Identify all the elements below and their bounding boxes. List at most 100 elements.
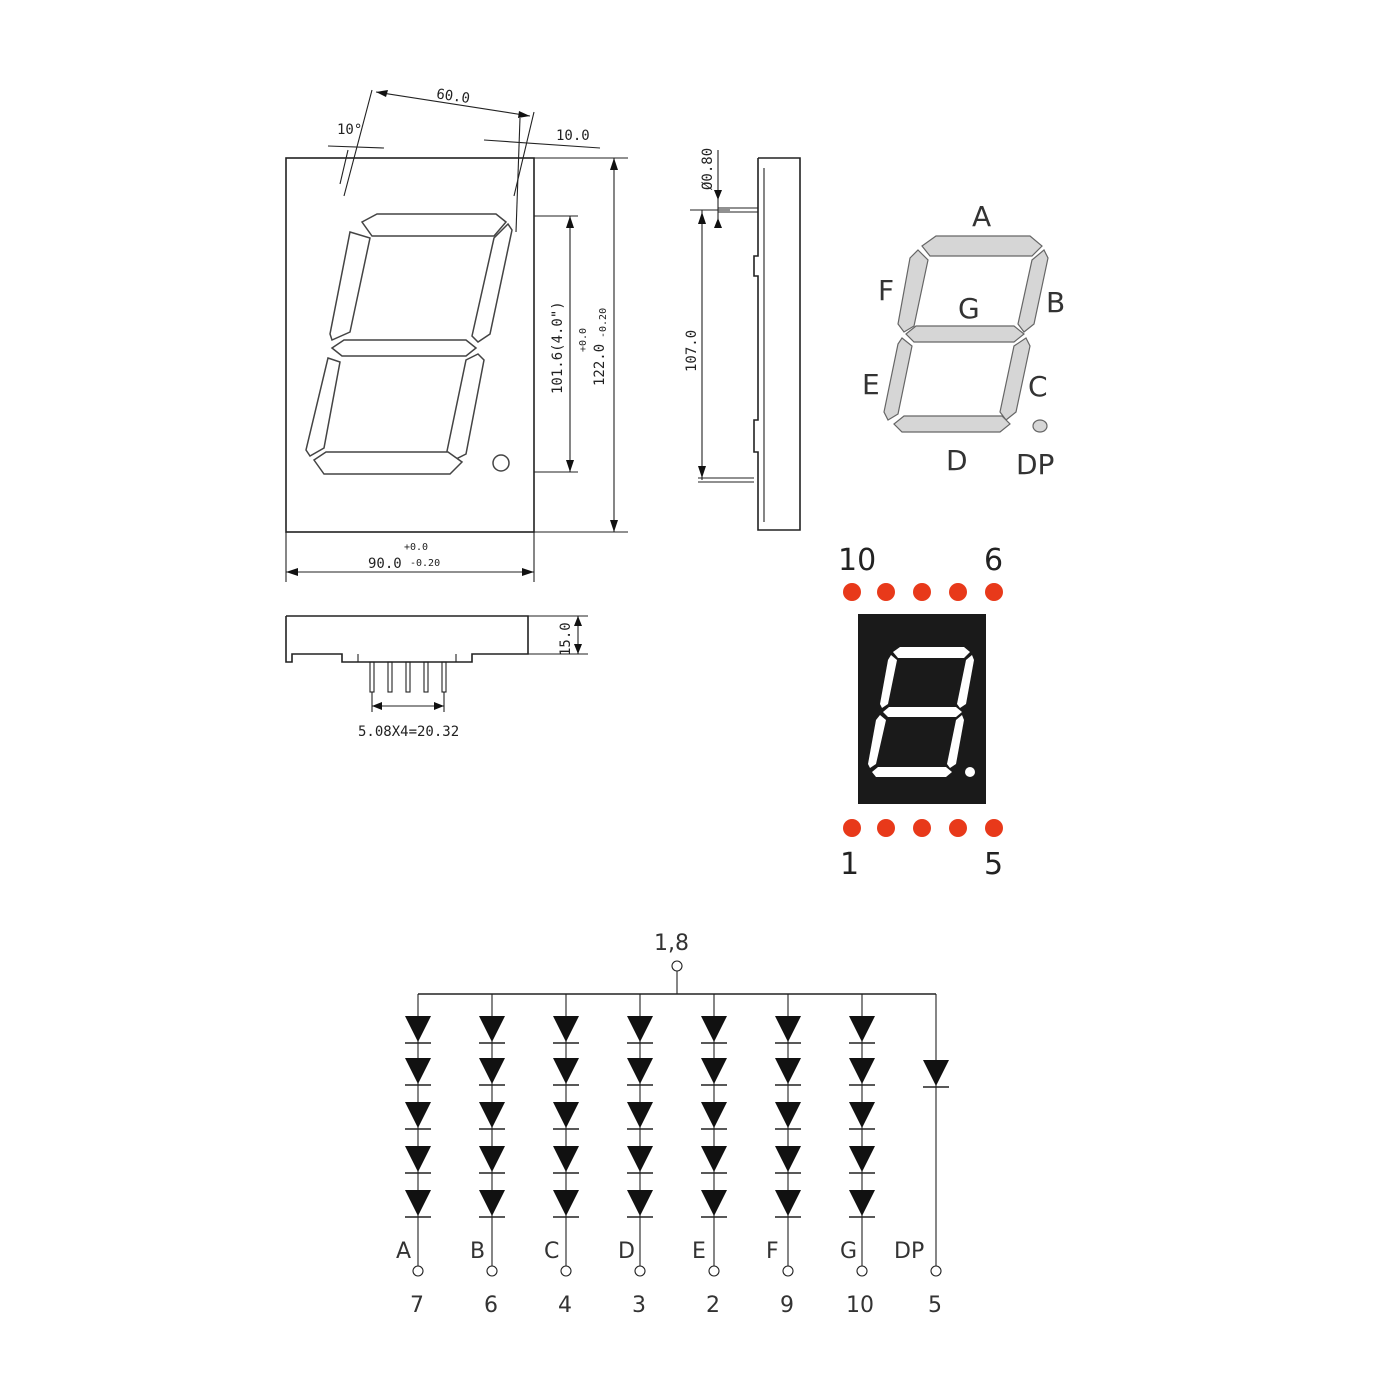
bottom-view: 5.08X4=20.32 15.0	[285, 615, 588, 740]
diode-g	[849, 1016, 875, 1042]
schematic-pin-number: 6	[484, 1293, 498, 1318]
diode-c	[553, 1146, 579, 1172]
diode-b	[479, 1102, 505, 1128]
diode-e	[701, 1016, 727, 1042]
diode-e	[701, 1146, 727, 1172]
schematic-pin-number: 2	[706, 1293, 720, 1318]
diode-f	[775, 1146, 801, 1172]
schematic-column-e: E2	[692, 994, 727, 1318]
map-segment-d	[893, 415, 1011, 433]
map-label-dp: DP	[1016, 448, 1054, 481]
bottom-pin-dot	[985, 819, 1003, 837]
schematic-column-c: C4	[544, 994, 579, 1318]
schematic-column-d: D3	[618, 994, 653, 1318]
dim-total-width: 90.0	[368, 556, 402, 572]
front-segment-e	[305, 357, 341, 457]
diode-f	[775, 1190, 801, 1216]
diode-b	[479, 1190, 505, 1216]
diode-c	[553, 1058, 579, 1084]
diode-a	[405, 1102, 431, 1128]
pin-label-top-left: 10	[838, 543, 876, 578]
pin-terminal-7	[412, 1265, 424, 1277]
bottom-pin-dot	[913, 819, 931, 837]
diode-c	[553, 1102, 579, 1128]
dim-total-width-tol-minus: -0.20	[410, 558, 440, 569]
schematic-pin-number: 10	[846, 1293, 874, 1318]
front-segment-dp	[492, 454, 510, 472]
schematic-segment-label: DP	[894, 1239, 924, 1264]
schematic-pin-number: 5	[928, 1293, 942, 1318]
bottom-pin-dot	[949, 819, 967, 837]
schematic-segment-label: B	[470, 1239, 485, 1264]
dim-total-width-tol-plus: +0.0	[404, 542, 428, 553]
segment-map: A B C D E F G DP	[862, 200, 1065, 481]
display-digit	[868, 647, 975, 777]
diode-c	[553, 1016, 579, 1042]
schematic-segment-label: D	[618, 1239, 635, 1264]
dim-slant-angle: 10°	[337, 122, 362, 138]
side-body-outline	[753, 157, 801, 531]
front-segment-g	[330, 339, 478, 357]
display-segment-e	[868, 715, 886, 768]
bottom-body-outline	[285, 615, 529, 663]
common-pin-label: 1,8	[654, 931, 689, 956]
pin-terminal-2	[708, 1265, 720, 1277]
pin-terminal-3	[634, 1265, 646, 1277]
schematic-segment-label: G	[840, 1239, 857, 1264]
schematic-column-dp: DP 5	[894, 994, 949, 1318]
diode-e	[701, 1190, 727, 1216]
bottom-pin-dot	[843, 819, 861, 837]
diode-a	[405, 1190, 431, 1216]
diode-g	[849, 1190, 875, 1216]
map-label-d: D	[946, 444, 968, 477]
map-label-g: G	[958, 292, 980, 325]
diode-d	[627, 1146, 653, 1172]
dim-total-height-tol-minus: -0.20	[598, 308, 609, 338]
schematic-pin-number: 7	[410, 1293, 424, 1318]
display-segment-d	[872, 767, 952, 777]
dim-pin-pitch: 5.08X4=20.32	[358, 724, 459, 740]
schematic-column-b: B6	[470, 994, 505, 1318]
pin-terminal-10	[856, 1265, 868, 1277]
map-label-c: C	[1028, 370, 1048, 403]
diode-b	[479, 1058, 505, 1084]
front-body-outline	[285, 157, 535, 533]
pin-terminal-5	[930, 1265, 942, 1277]
pinout-diagram: 10 6 1 5	[838, 543, 1003, 882]
diode-d	[627, 1058, 653, 1084]
map-label-e: E	[862, 368, 880, 401]
dim-pin-diameter: Ø0.80	[700, 148, 716, 190]
diode-a	[405, 1058, 431, 1084]
top-pin-dot	[843, 583, 861, 601]
map-segment-dp	[1032, 419, 1048, 433]
pin-terminal-9	[782, 1265, 794, 1277]
front-segment-b	[471, 222, 513, 343]
display-segment-c	[947, 715, 964, 768]
map-segment-e	[883, 337, 913, 421]
diode-dp	[923, 1060, 949, 1086]
pin-terminal-4	[560, 1265, 572, 1277]
map-segment-b	[1017, 249, 1049, 333]
diode-c	[553, 1190, 579, 1216]
map-segment-a	[921, 235, 1043, 257]
diode-f	[775, 1058, 801, 1084]
front-segment-f	[329, 231, 371, 342]
dim-pin-span: 107.0	[684, 330, 700, 372]
display-segment-g	[883, 707, 962, 717]
pin-label-bottom-right: 5	[984, 847, 1003, 882]
common-pin-terminal	[671, 960, 683, 972]
top-pin-dot	[913, 583, 931, 601]
front-segment-d	[312, 451, 464, 475]
diode-f	[775, 1016, 801, 1042]
diode-d	[627, 1016, 653, 1042]
schematic-column-f: F9	[766, 994, 801, 1318]
pin-label-top-right: 6	[984, 543, 1003, 578]
map-segment-g	[905, 325, 1025, 343]
diode-d	[627, 1102, 653, 1128]
display-segment-b	[957, 655, 974, 708]
diode-e	[701, 1058, 727, 1084]
front-segment-a	[360, 213, 508, 237]
diode-g	[849, 1058, 875, 1084]
